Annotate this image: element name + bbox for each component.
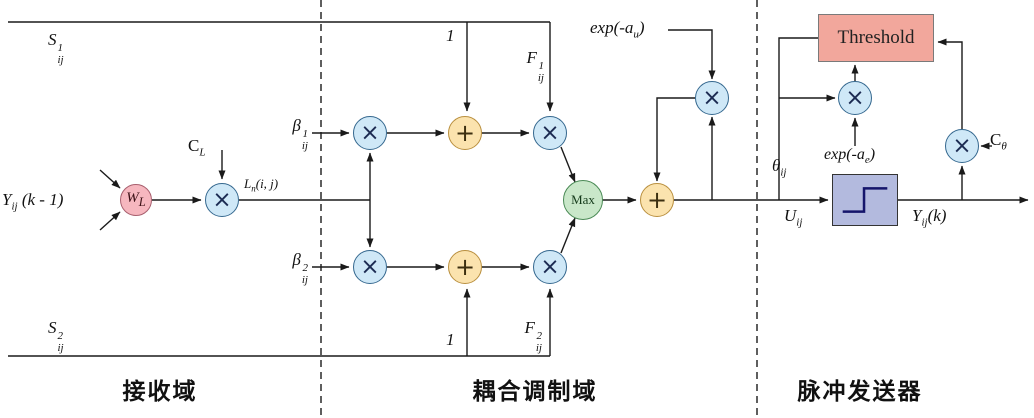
wire-y-input-lower bbox=[99, 211, 121, 231]
f1-multiply-node: × bbox=[533, 116, 567, 150]
multiply-icon: × bbox=[360, 253, 380, 280]
region-label-receiving: 接收域 bbox=[122, 379, 198, 404]
ctheta-multiply-node: × bbox=[945, 129, 979, 163]
u-decay-multiply-node: × bbox=[695, 81, 729, 115]
label-exp-au: exp(-au) bbox=[590, 18, 645, 41]
plus-icon: + bbox=[454, 253, 476, 281]
multiply-icon: × bbox=[360, 119, 380, 146]
wire-theta-line bbox=[778, 37, 818, 200]
wire-exp-au bbox=[668, 29, 716, 80]
label-cl: CL bbox=[188, 136, 206, 159]
label-ln: Ln(i, j) bbox=[244, 176, 279, 194]
multiply-icon: × bbox=[540, 253, 560, 280]
theta-decay-multiply-node: × bbox=[838, 81, 872, 115]
linking-multiply-node: × bbox=[205, 183, 239, 217]
plus-icon: + bbox=[646, 186, 668, 214]
label-one-bottom: 1 bbox=[446, 330, 455, 349]
multiply-icon: × bbox=[845, 84, 865, 111]
label-exp-ae: exp(-ae) bbox=[824, 146, 876, 167]
label-u: Uij bbox=[784, 206, 803, 229]
threshold-box: Threshold bbox=[818, 14, 934, 62]
label-ctheta: Cθ bbox=[990, 130, 1007, 153]
wl-label: WL bbox=[126, 190, 146, 209]
multiply-icon: × bbox=[702, 84, 722, 111]
wire-multf1-to-max bbox=[560, 146, 576, 183]
wire-y-input-upper bbox=[99, 169, 121, 189]
label-y-previous: Yij (k - 1) bbox=[2, 190, 64, 213]
beta2-multiply-node: × bbox=[353, 250, 387, 284]
label-y-out: Yij(k) bbox=[912, 206, 947, 229]
wire-multf2-to-max bbox=[560, 217, 576, 254]
f2-multiply-node: × bbox=[533, 250, 567, 284]
multiply-icon: × bbox=[540, 119, 560, 146]
step-function-icon bbox=[842, 187, 888, 213]
wl-node: WL bbox=[120, 184, 152, 216]
multiply-icon: × bbox=[952, 132, 972, 159]
plus-icon: + bbox=[454, 119, 476, 147]
beta1-multiply-node: × bbox=[353, 116, 387, 150]
region-label-coupling: 耦合调制域 bbox=[472, 379, 598, 404]
wires bbox=[8, 0, 1029, 418]
wire-ctheta-to-threshold bbox=[937, 38, 963, 129]
lower-add-node: + bbox=[448, 250, 482, 284]
label-one-top: 1 bbox=[446, 26, 455, 45]
threshold-label: Threshold bbox=[837, 27, 915, 48]
wire-decay-to-add bbox=[653, 97, 695, 182]
max-label: Max bbox=[571, 192, 595, 207]
multiply-icon: × bbox=[212, 186, 232, 213]
region-label-pulse-generator: 脉冲发送器 bbox=[797, 379, 923, 404]
step-function-box bbox=[832, 174, 898, 226]
u-add-node: + bbox=[640, 183, 674, 217]
max-node: Max bbox=[563, 180, 603, 220]
upper-add-node: + bbox=[448, 116, 482, 150]
label-theta: θij bbox=[772, 156, 787, 179]
